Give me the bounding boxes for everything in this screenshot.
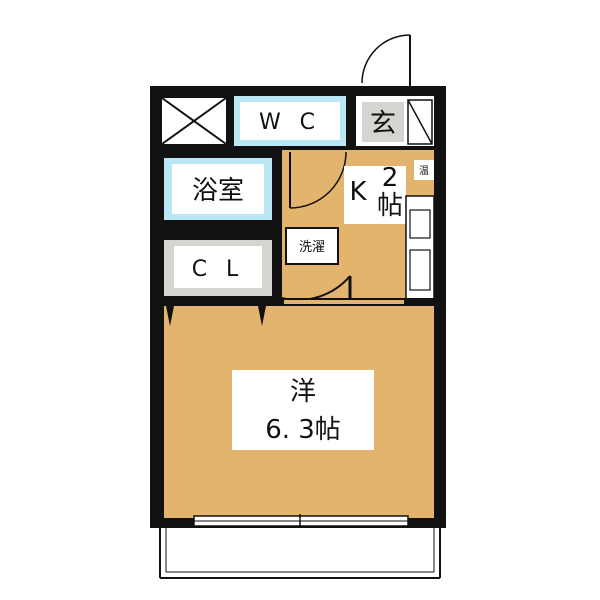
kitchen-counter [405,195,435,301]
washer-label: 洗濯 [299,240,325,255]
pipe-shaft [161,97,227,145]
bath-label-box [172,164,264,214]
western-type-label: 洋 [290,377,316,407]
kitchen-unit-label: 帖 [377,191,403,221]
shoe-cabinet [407,99,433,145]
partition-opening [284,300,404,304]
wc-label-box [240,102,340,140]
washroom-door [289,151,347,209]
entrance-label-box [362,102,404,142]
water-heater-label: 温 [419,165,429,177]
balcony [159,528,441,579]
closet-label-box [174,246,262,288]
kitchen-size-label: 2 [382,163,399,193]
western-size-label: 6. 3帖 [265,415,341,445]
closet-door-marks [166,306,266,326]
bath-label: 浴室 [192,176,244,206]
entrance-door [361,34,411,90]
balcony-window [193,514,409,528]
western-label-box [232,370,374,450]
entrance-label: 玄 [370,109,396,139]
kitchen-k-label: K [349,177,367,207]
closet-label: C L [192,257,245,282]
washer-space [285,227,339,265]
kitchen-label-box [344,166,406,224]
water-heater-box [414,160,434,180]
wc-label: W C [259,110,321,135]
